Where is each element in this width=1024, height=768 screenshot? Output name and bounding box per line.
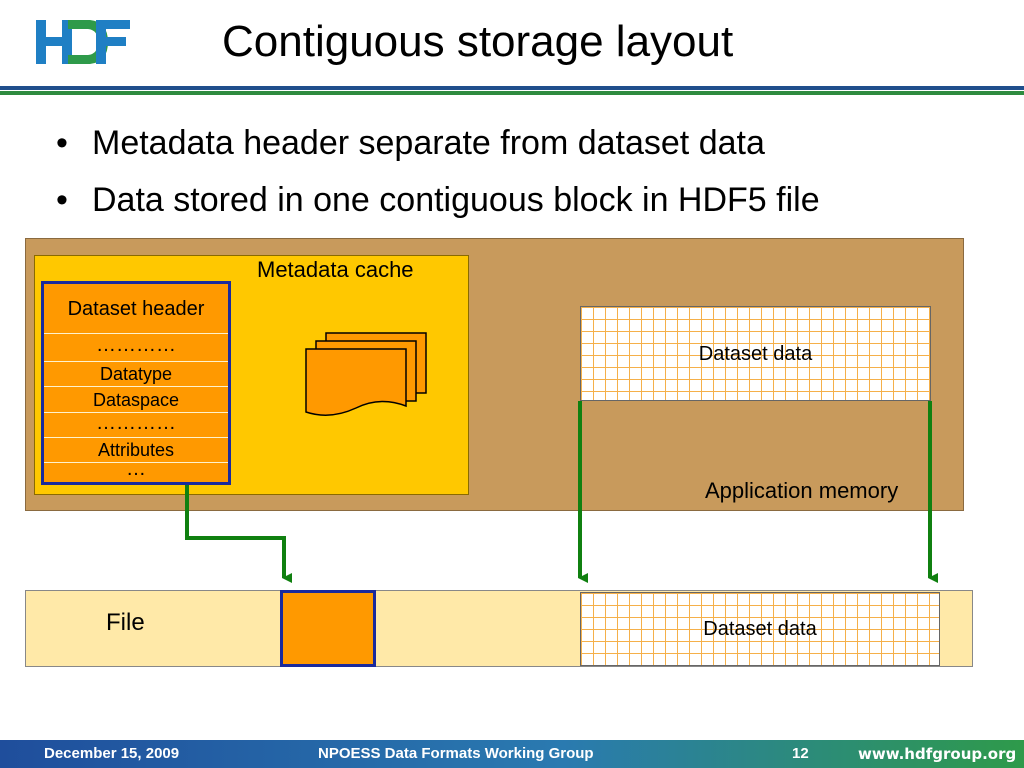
header-row-title: Dataset header [44,284,228,334]
footer-url: www.hdfgroup.org [858,745,1017,763]
footer-group: NPOESS Data Formats Working Group [318,745,594,762]
memory-dataset-label: Dataset data [698,343,813,365]
file-dataset-data [580,592,940,666]
file-dataset-label: Dataset data [703,618,817,640]
hdf-logo [36,20,130,64]
footer-date: December 15, 2009 [44,745,180,762]
title-divider-accent [0,91,1024,95]
application-memory-label: Application memory [705,478,899,503]
metadata-cache-label: Metadata cache [257,257,414,282]
bullet-text: Data stored in one contiguous block in H… [92,181,820,219]
dataset-header-block: Dataset header ………… Datatype Dataspace …… [41,281,231,485]
header-row-attributes: Attributes [44,438,228,463]
footer-page-number: 12 [792,745,809,762]
title-divider [0,86,1024,90]
file-label: File [106,609,145,636]
document-stack-icon [305,332,427,416]
slide-footer: December 15, 2009 NPOESS Data Formats Wo… [0,740,1024,768]
header-row-datatype: Datatype [44,362,228,387]
bullet-glyph: • [56,181,68,219]
bullet-text: Metadata header separate from dataset da… [92,124,765,162]
header-row-ellipsis: ………… [44,413,228,438]
bullet-glyph: • [56,124,68,162]
page-title: Contiguous storage layout [222,17,734,66]
file-header-block [280,590,376,667]
bullet-item: • Metadata header separate from dataset d… [56,123,765,163]
bullet-item: • Data stored in one contiguous block in … [56,180,820,220]
header-row-ellipsis: ………… [44,334,228,362]
memory-dataset-data [580,306,931,401]
header-row-more: … [126,458,146,480]
header-row-dataspace: Dataspace [44,387,228,413]
